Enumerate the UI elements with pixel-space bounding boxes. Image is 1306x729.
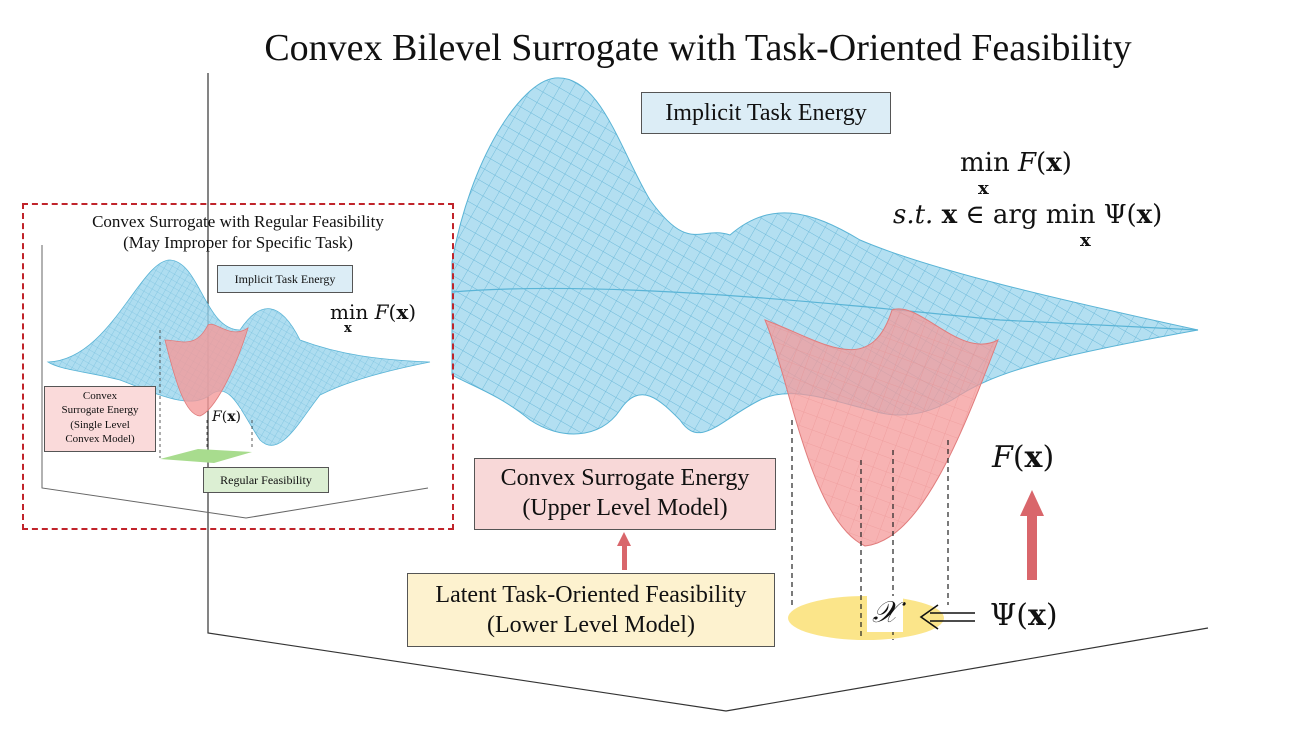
inset-regular-feasible-plane	[160, 449, 252, 463]
task-oriented-feasibility-box: Latent Task-Oriented Feasibility (Lower …	[407, 573, 775, 647]
figure-title: Convex Bilevel Surrogate with Task-Orien…	[264, 27, 1132, 69]
inset-title-line1: Convex Surrogate with Regular Feasibilit…	[92, 212, 384, 231]
objective-min: min F(x)	[960, 148, 1072, 178]
inset-surrogate-line: Convex	[82, 390, 118, 402]
surrogate-subtitle: (Upper Level Model)	[522, 495, 728, 521]
implicit-task-energy-label: Implicit Task Energy	[641, 92, 891, 134]
inset-surrogate-line: (Single Level	[70, 418, 130, 431]
projection-lines	[791, 420, 949, 640]
inset-projection-lines	[159, 330, 253, 458]
feasibility-title: Latent Task-Oriented Feasibility	[435, 582, 747, 608]
inset-convex-surrogate-box: Convex Surrogate Energy (Single Level Co…	[44, 386, 156, 452]
constraint-argmin-subscript: x	[1080, 230, 1091, 251]
convex-surrogate-energy-box: Convex Surrogate Energy (Upper Level Mod…	[474, 458, 776, 530]
upper-level-fx-label: F(x)	[992, 440, 1055, 475]
implication-arrow	[919, 604, 975, 630]
inset-objective: min F(x)	[330, 300, 417, 324]
inset-title-line2: (May Improper for Specific Task)	[123, 233, 353, 253]
inset-regular-feasibility-label: Regular Feasibility	[203, 467, 329, 493]
inset-surrogate-line: Surrogate Energy	[61, 404, 139, 417]
inset-surrogate-surface	[164, 323, 249, 417]
feasibility-subtitle: (Lower Level Model)	[487, 612, 695, 638]
constraint-line: s.t. x ∈ arg min Ψ(x)	[893, 200, 1163, 230]
task-oriented-feasible-disc	[788, 596, 944, 640]
inset-frame	[41, 245, 429, 519]
feasible-set-symbol: 𝒳	[867, 596, 903, 632]
inset-fx-label: F(x)	[212, 409, 242, 425]
surrogate-title: Convex Surrogate Energy	[500, 465, 750, 491]
lower-level-psi-label: Ψ(x)	[990, 598, 1058, 633]
upward-arrow-large	[1020, 490, 1044, 580]
implicit-energy-surface	[451, 77, 1199, 435]
inset-surrogate-line: Convex Model)	[65, 432, 135, 445]
regular-feasibility-inset: Convex Surrogate with Regular Feasibilit…	[22, 203, 454, 530]
upward-arrow-small	[617, 532, 631, 570]
objective-min-subscript: x	[978, 178, 989, 199]
inset-title: Convex Surrogate with Regular Feasibilit…	[24, 211, 452, 254]
convex-surrogate-surface	[764, 308, 999, 547]
inset-implicit-task-energy-label: Implicit Task Energy	[217, 265, 353, 293]
inset-objective-subscript: x	[344, 321, 352, 336]
